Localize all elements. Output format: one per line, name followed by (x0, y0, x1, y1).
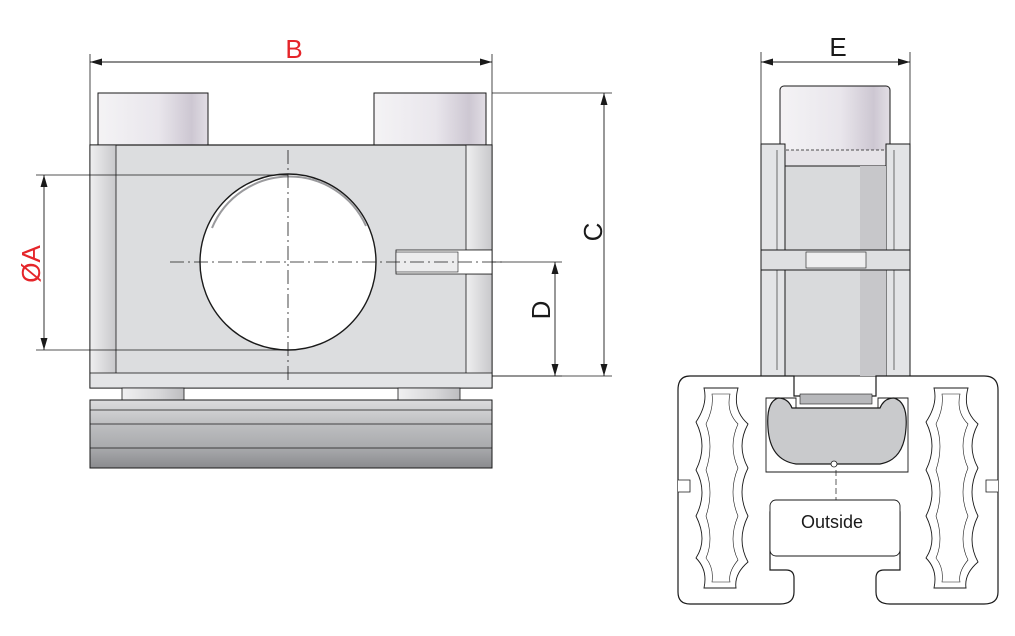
side-bolt-shank-shade (860, 166, 886, 376)
t-nut (767, 397, 907, 465)
profile-right-cavity (925, 387, 979, 589)
front-view (89, 92, 502, 469)
clamp-right-edge-bottom (465, 273, 493, 375)
left-lower-nut (121, 387, 185, 401)
clamp-left-edge (89, 144, 117, 389)
left-bolt-cap (97, 92, 209, 146)
dimension-e: E (760, 32, 911, 144)
aluminum-profile-outline (677, 375, 999, 605)
dimension-c: C (492, 92, 612, 377)
dimension-a-label: ØA (16, 245, 46, 283)
dimension-b-label: B (285, 34, 302, 64)
side-bolt-cap (779, 85, 891, 153)
mounting-rail (89, 399, 493, 469)
dimension-c-label: C (578, 223, 608, 242)
side-bolt-thread (775, 149, 895, 167)
right-lower-nut (397, 387, 461, 401)
clamp-right-edge-top (465, 144, 493, 251)
right-bolt-cap (373, 92, 487, 146)
dimension-b: B (89, 34, 493, 145)
clamp-base-band (89, 372, 493, 389)
dimension-e-label: E (829, 32, 846, 62)
dimension-d: D (492, 261, 562, 377)
dimension-d-label: D (526, 301, 556, 320)
profile-note: Outside (801, 512, 863, 532)
profile-lower-cavity (769, 499, 901, 557)
side-view: Outside (677, 85, 999, 605)
dimension-a: ØA (16, 174, 288, 351)
profile-left-cavity (695, 387, 749, 589)
